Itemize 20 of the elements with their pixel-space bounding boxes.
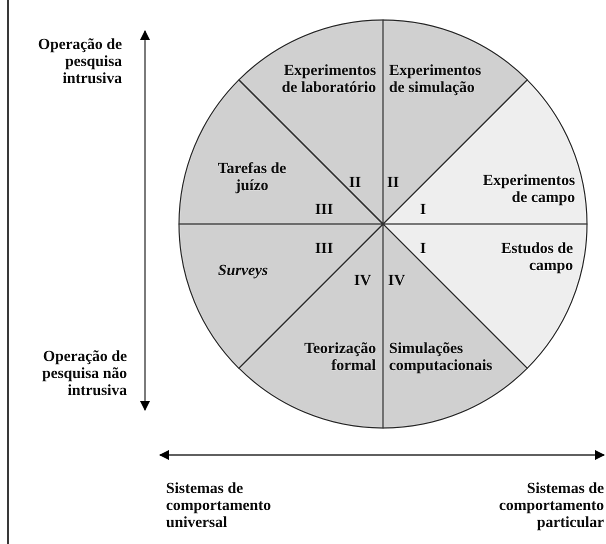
- sector-title: Teorização formal: [303, 340, 376, 374]
- sector-title: Tarefas de juízo: [217, 160, 287, 194]
- sector-title: Simulações computacionais: [389, 340, 494, 374]
- axis-label: Sistemas de comportamento universal: [166, 480, 272, 531]
- sector-title: Experimentos de laboratório: [280, 62, 376, 96]
- sector-title: Surveys: [218, 262, 268, 279]
- roman-numeral: I: [420, 240, 426, 257]
- axis-label: Sistemas de comportamento particular: [498, 480, 604, 531]
- sector-title: Experimentos de campo: [482, 172, 575, 206]
- axis-label: Operação de pesquisa não intrusiva: [41, 348, 127, 399]
- roman-numeral: I: [420, 200, 426, 218]
- sector-title: Experimentos de simulação: [389, 62, 482, 96]
- axis-label: Operação de pesquisa intrusiva: [37, 36, 122, 87]
- roman-numeral: III: [315, 200, 334, 218]
- roman-numeral: II: [387, 174, 400, 191]
- roman-numeral: II: [348, 174, 362, 191]
- sector-title: Estudos de campo: [500, 240, 573, 274]
- roman-numeral: IV: [354, 272, 372, 289]
- roman-numeral: III: [315, 240, 334, 257]
- roman-numeral: IV: [388, 272, 406, 289]
